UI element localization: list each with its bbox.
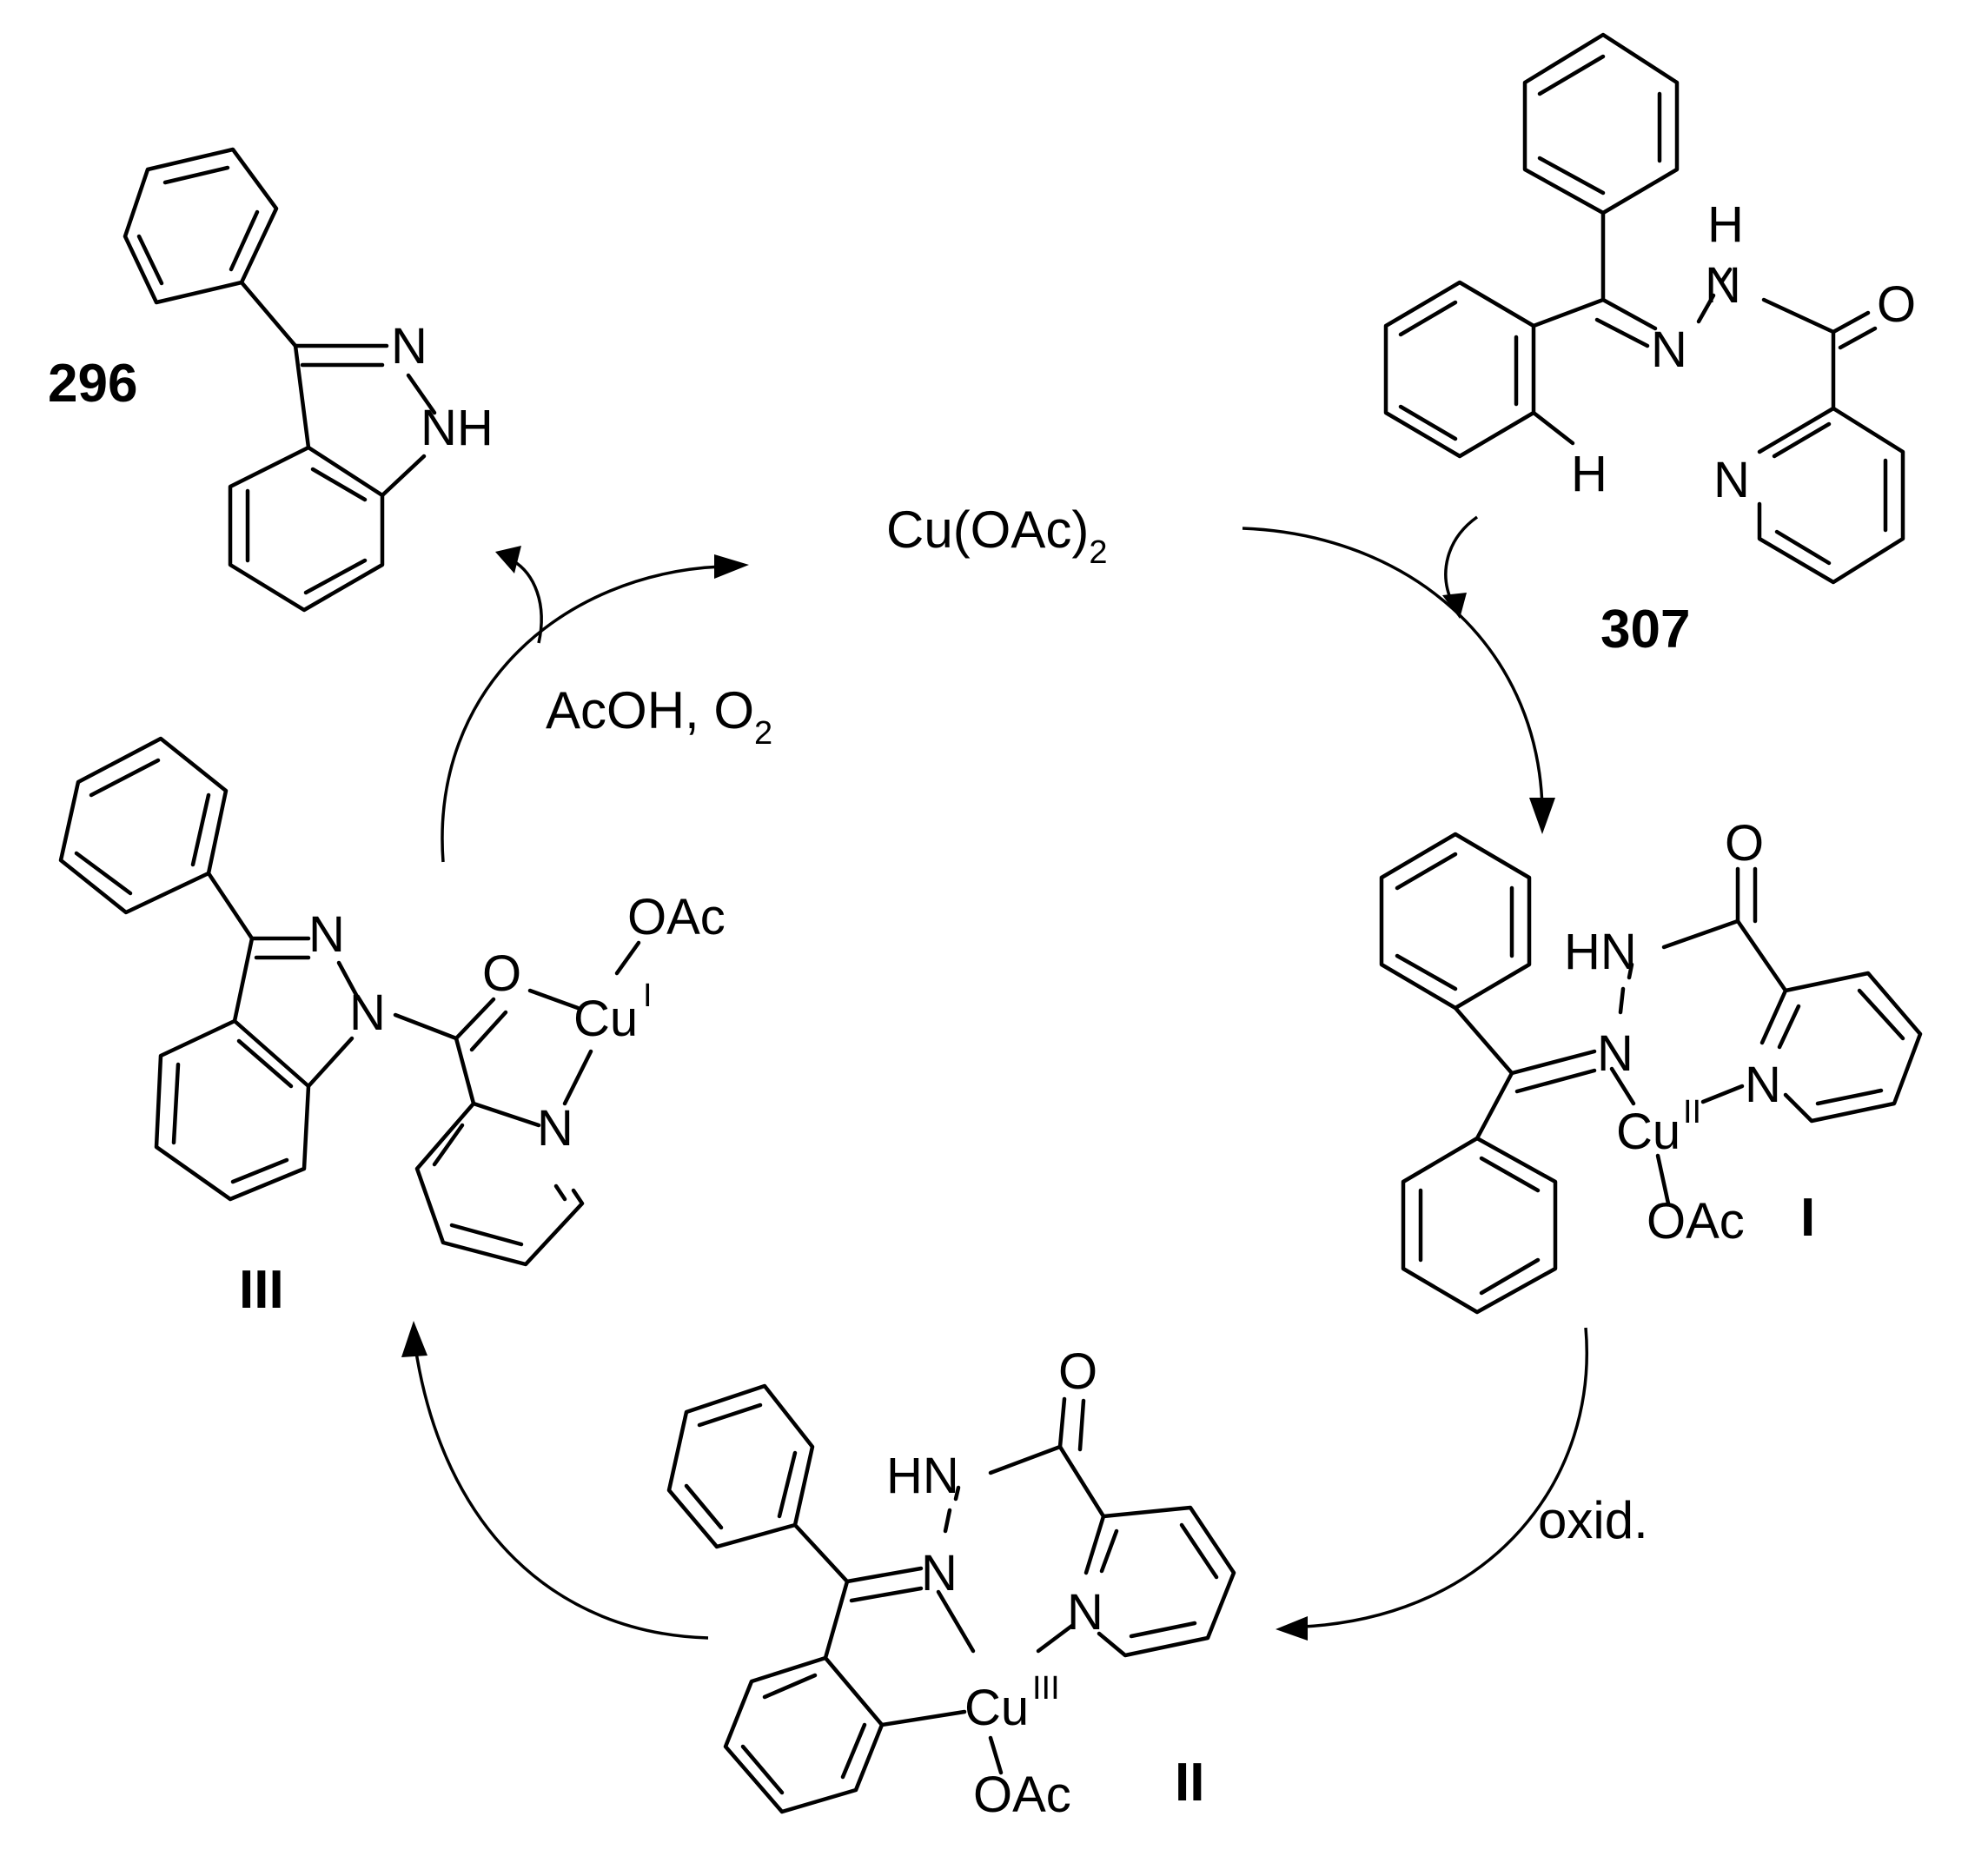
compound-label-296: 296 — [48, 354, 137, 414]
arrow-head — [495, 546, 521, 573]
arrow-head — [401, 1321, 427, 1357]
atom-oac: OAc — [1647, 1193, 1745, 1250]
compound-label-I: I — [1800, 1188, 1815, 1248]
arrow-head — [1442, 593, 1467, 619]
compound-307: H N N O H N 307 — [1383, 32, 1916, 660]
arrow-to-I — [1242, 527, 1544, 809]
oxidation-state: I — [643, 978, 653, 1014]
atom-n: N — [1067, 1584, 1103, 1641]
atom-h: H — [1571, 446, 1607, 502]
compound-label-307: 307 — [1600, 600, 1690, 660]
atom-n: N — [1745, 1057, 1781, 1113]
atom-n: N — [308, 906, 345, 963]
atom-n: N — [1651, 322, 1687, 378]
oxidation-state: III — [1032, 1670, 1060, 1707]
catalyst-label: Cu(OAc)2 — [886, 501, 1108, 571]
atom-n: N — [1713, 452, 1750, 508]
atom-n: N — [391, 318, 427, 375]
atom-n: N — [537, 1100, 573, 1157]
compound-296: N NH 296 — [48, 147, 494, 613]
intermediate-I: O HN N N Cu II OAc I — [1379, 815, 1923, 1315]
atom-n: N — [1705, 257, 1741, 314]
compound-label-III: III — [239, 1260, 284, 1320]
arrow-head — [1529, 798, 1555, 834]
copper-center: Cu — [1616, 1104, 1680, 1160]
copper-center: Cu — [964, 1680, 1029, 1736]
oxidation-state: II — [1683, 1094, 1701, 1130]
atom-o: O — [1058, 1343, 1097, 1400]
atom-nh: NH — [421, 400, 494, 456]
regeneration-conditions: AcOH, O2 — [546, 681, 772, 752]
arrow-to-III — [414, 1346, 709, 1640]
arrow-to-II — [1302, 1327, 1588, 1628]
atom-oac: OAc — [973, 1767, 1071, 1823]
intermediate-II: O HN N N Cu III OAc II — [666, 1343, 1236, 1823]
oxidation-label: oxid. — [1538, 1491, 1648, 1549]
atom-hn: HN — [1564, 924, 1637, 980]
atom-oac: OAc — [627, 889, 726, 945]
arrow-product-release — [512, 559, 543, 644]
arrow-to-catalyst — [441, 565, 722, 863]
compound-label-II: II — [1175, 1753, 1204, 1813]
atom-o: O — [1725, 815, 1764, 872]
arrow-substrate-entry — [1444, 515, 1479, 605]
atom-n: N — [349, 985, 386, 1041]
atom-o: O — [1877, 276, 1916, 333]
atom-o: O — [482, 945, 521, 1002]
arrow-head — [1276, 1616, 1308, 1641]
atom-n: N — [921, 1545, 958, 1601]
atom-hn: HN — [886, 1448, 959, 1504]
copper-center: Cu — [573, 991, 638, 1047]
atom-n: N — [1597, 1025, 1633, 1082]
arrow-head — [714, 554, 749, 579]
atom-h: H — [1707, 196, 1744, 253]
intermediate-III: N N O OAc Cu I N III — [58, 736, 726, 1320]
cycle-arrows — [401, 515, 1588, 1641]
